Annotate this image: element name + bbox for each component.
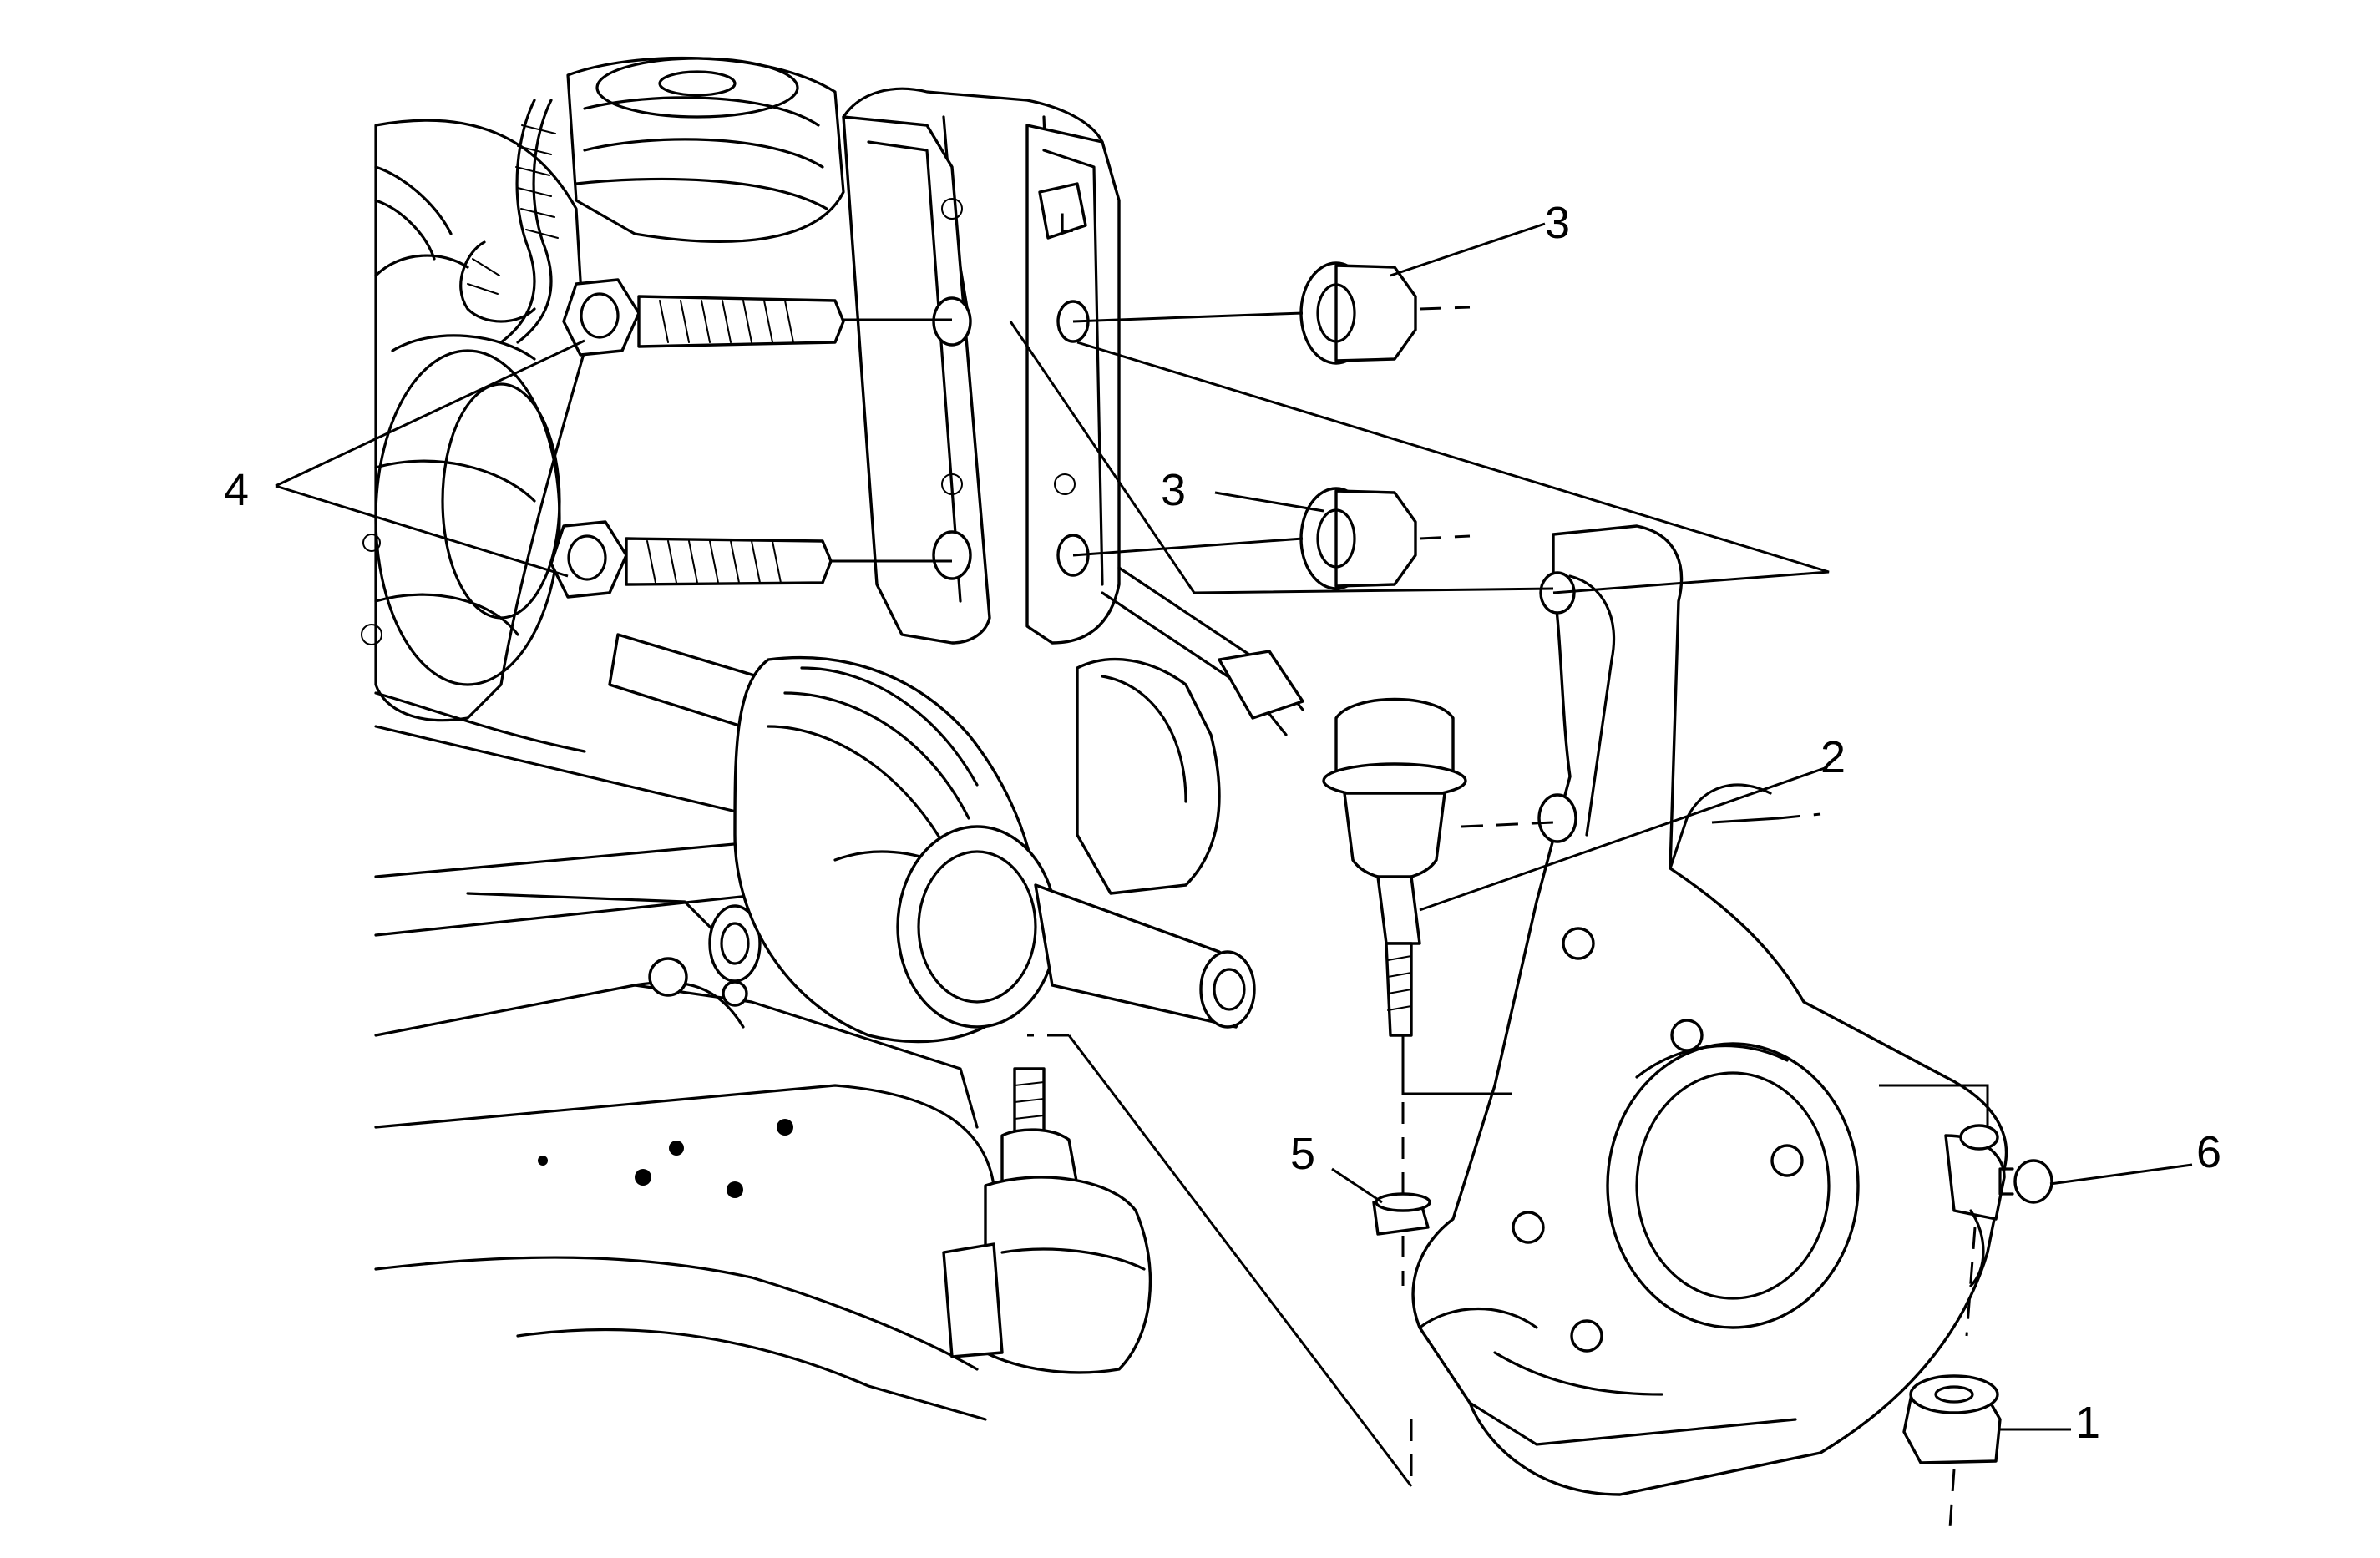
alignment-lines [831,306,1989,1529]
bolt-6 [1998,1159,2053,1204]
callout-6: 6 [2196,1127,2221,1177]
lower-ball-joint [942,1067,1152,1374]
bolt-upper [562,278,845,357]
drive-axle [608,633,1256,1044]
wiring-harness [374,99,559,344]
bolt-lower [549,520,833,599]
nut-5 [1372,1192,1431,1236]
callout-2: 2 [1820,732,1846,782]
nut-upper [1299,261,1417,365]
callout-3-lower: 3 [1161,465,1186,515]
callout-labels: 3 3 4 2 5 6 1 [224,198,2221,1448]
strut-bracket: L [842,87,1121,645]
callout-leaders [275,222,2193,1431]
bracket-mark: L [1059,208,1074,238]
callout-3-upper: 3 [1545,198,1570,248]
callout-4: 4 [224,465,249,515]
strut-assembly [566,56,1054,319]
steering-knuckle [1411,524,2008,1496]
upper-ball-joint [1322,697,1467,1037]
callout-5: 5 [1290,1129,1315,1179]
tie-rod [1101,566,1304,736]
callout-1: 1 [2075,1398,2100,1448]
nut-1 [1902,1374,2002,1464]
nut-lower [1299,487,1417,590]
